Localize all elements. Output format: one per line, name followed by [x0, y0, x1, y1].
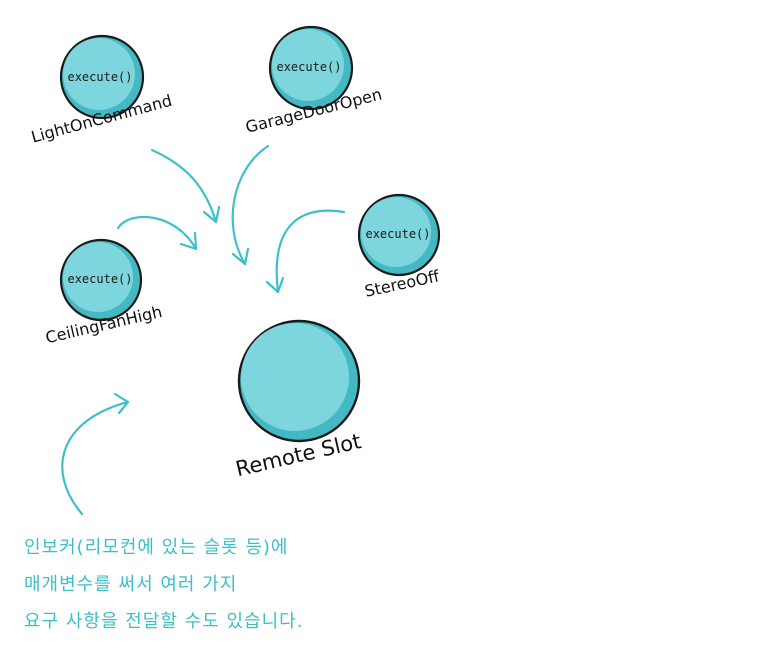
note-line-1: 인보커(리모컨에 있는 슬롯 등)에 — [24, 537, 289, 558]
arrow-stereooff-to-slot — [265, 209, 346, 294]
remote-slot: Remote Slot — [233, 319, 363, 481]
command-lightoncommand: execute() LightOnCommand — [29, 34, 174, 147]
command-ceilingfanhigh: execute() CeilingFanHigh — [44, 238, 164, 347]
execute-method-label: execute() — [365, 227, 430, 241]
arrow-ceilingfan-to-slot — [116, 215, 198, 251]
remote-slot-circle-highlight — [241, 323, 349, 431]
arrow-lighton-to-slot — [150, 148, 221, 224]
arrow-garagedoor-to-slot — [231, 144, 270, 266]
execute-method-label: execute() — [276, 60, 341, 74]
execute-method-label: execute() — [67, 70, 132, 84]
command-circle-highlight — [272, 29, 344, 101]
command-circle-highlight — [63, 38, 135, 110]
note-line-3: 요구 사항을 전달할 수도 있습니다. — [24, 611, 304, 632]
note-line-2: 매개변수를 써서 여러 가지 — [24, 574, 238, 595]
arrow-note-to-diagram — [61, 392, 130, 516]
command-circle-highlight — [63, 242, 133, 312]
arrows — [61, 144, 346, 516]
command-garagedooropen: execute() GarageDoorOpen — [244, 25, 384, 137]
command-circle-highlight — [361, 197, 431, 267]
execute-method-label: execute() — [67, 272, 132, 286]
command-stereooff: execute() StereoOff — [357, 193, 442, 301]
